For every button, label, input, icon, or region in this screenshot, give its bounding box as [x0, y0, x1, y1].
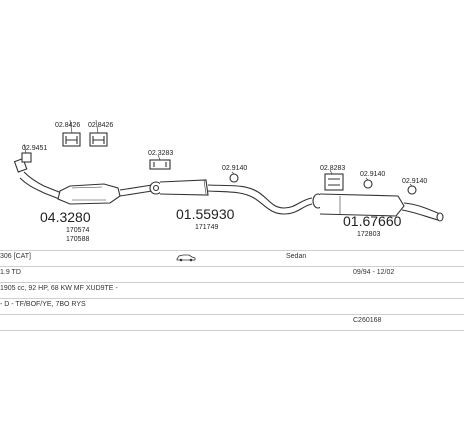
- row-codes: - D - TF/BOF/YE, 7BO RYS: [0, 298, 464, 315]
- tailpipe[interactable]: [401, 202, 441, 221]
- clamp-rear[interactable]: [324, 169, 344, 191]
- clamp-left-2[interactable]: [89, 119, 108, 147]
- label-043280: 04.3280: [40, 209, 91, 225]
- clamp-center[interactable]: [149, 154, 171, 170]
- exhaust-system-diagram: 02.9451 02.8426 02.8426 04.3280 170574 1…: [13, 119, 444, 243]
- engine-spec: 1905 cc, 92 HP, 68 KW MF XUD9TE -: [0, 285, 118, 292]
- clamp-left-1[interactable]: [62, 119, 81, 147]
- label-023283: 02.3283: [148, 150, 173, 157]
- hanger-rear-1[interactable]: [363, 177, 373, 189]
- label-170574: 170574: [66, 227, 89, 234]
- row-spec: 1905 cc, 92 HP, 68 KW MF XUD9TE -: [0, 282, 464, 299]
- catalytic-converter[interactable]: [57, 183, 121, 205]
- rear-silencer[interactable]: [312, 193, 405, 217]
- label-171749: 171749: [195, 224, 218, 231]
- label-0155930: 01.55930: [176, 206, 235, 222]
- front-downpipe[interactable]: [23, 171, 65, 195]
- center-silencer[interactable]: [149, 179, 209, 196]
- label-028283: 02.8283: [320, 165, 345, 172]
- label-0167660: 01.67660: [343, 213, 402, 229]
- car-icon: [175, 252, 197, 264]
- label-028426-a: 02.8426: [55, 122, 80, 129]
- reference-code: C260168: [353, 317, 382, 324]
- row-engine: 1.9 TD 09/94 - 12/02: [0, 266, 464, 283]
- label-029140-a: 02.9140: [222, 165, 247, 172]
- label-029140-b: 02.9140: [360, 171, 385, 178]
- intermediate-pipe-1[interactable]: [119, 184, 153, 197]
- label-170588: 170588: [66, 236, 89, 243]
- model: 306 [CAT]: [0, 253, 31, 260]
- production-years: 09/94 - 12/02: [353, 269, 395, 276]
- hanger-center[interactable]: [229, 171, 239, 183]
- engine-codes: - D - TF/BOF/YE, 7BO RYS: [0, 301, 86, 308]
- body-type: Sedan: [286, 253, 307, 260]
- row-model: 306 [CAT] Sedan: [0, 250, 464, 267]
- label-029140-c: 02.9140: [402, 178, 427, 185]
- label-028426-b: 02.8426: [88, 122, 113, 129]
- label-029451: 02.9451: [22, 145, 47, 152]
- engine: 1.9 TD: [0, 269, 21, 276]
- gasket-front[interactable]: [21, 143, 32, 163]
- intermediate-pipe-2[interactable]: [207, 184, 313, 215]
- label-172803: 172803: [357, 231, 380, 238]
- hanger-rear-2[interactable]: [407, 183, 417, 195]
- row-ref: C260168: [0, 314, 464, 331]
